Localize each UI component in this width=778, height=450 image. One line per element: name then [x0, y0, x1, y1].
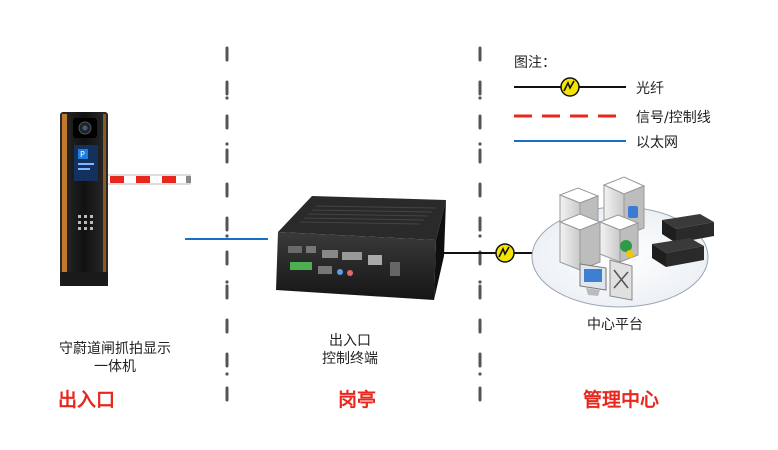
- zone-title-management: 管理中心: [583, 389, 660, 411]
- barrier-device-label: 守蔚道闸抓拍显示 一体机: [30, 340, 200, 376]
- legend-title: 图注：: [514, 55, 556, 71]
- center-platform-icon: [531, 176, 714, 308]
- server-icon: [558, 213, 602, 271]
- center-platform-label: 中心平台: [587, 317, 643, 333]
- svg-text:P: P: [80, 150, 85, 159]
- barrier-gate-camera-icon: P: [60, 112, 191, 286]
- workstation-icon: [579, 250, 634, 301]
- terminal-device-label: 出入口 控制终端: [300, 332, 400, 368]
- terminal-label-line2: 控制终端: [322, 351, 378, 367]
- legend-label-fiber: 光纤: [636, 81, 664, 97]
- zone-divider-left-dots: [225, 96, 229, 376]
- zone-divider-right-dots: [478, 96, 482, 376]
- legend-label-signal: 信号/控制线: [636, 110, 711, 126]
- legend-fiber-sample: [514, 77, 626, 97]
- zone-title-entrance: 出入口: [58, 389, 116, 411]
- barrier-label-line1: 守蔚道闸抓拍显示: [59, 341, 171, 357]
- legend-label-ethernet: 以太网: [636, 135, 678, 151]
- barrier-label-line2: 一体机: [94, 359, 136, 375]
- storage-device-icon: [652, 238, 704, 267]
- zone-title-booth: 岗亭: [338, 389, 377, 411]
- fiber-marker-icon: [495, 243, 515, 263]
- terminal-label-line1: 出入口: [329, 333, 371, 349]
- control-terminal-icon: [276, 196, 446, 300]
- storage-device-icon: [662, 214, 714, 243]
